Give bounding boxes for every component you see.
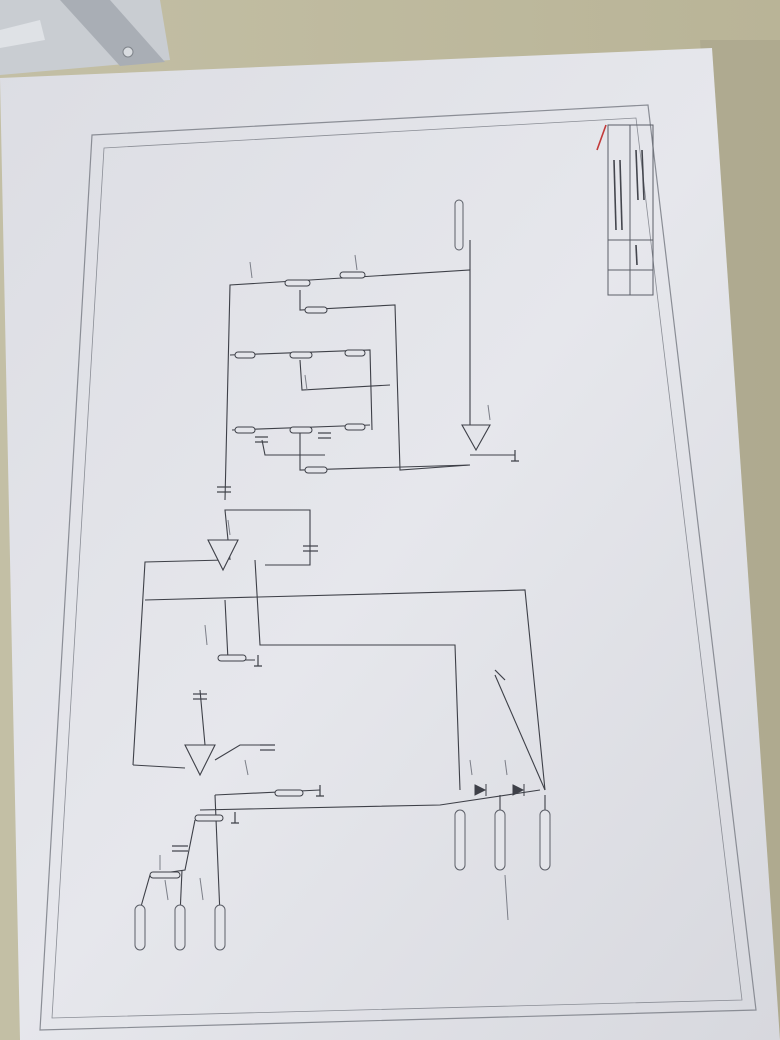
opamp-symbol (184, 424, 491, 777)
title-block (596, 124, 654, 296)
resistor-symbol (149, 271, 366, 879)
drawing-frame (39, 104, 757, 1031)
component-labels (159, 254, 509, 921)
connector-pin (134, 199, 551, 951)
capacitor-symbol (172, 432, 331, 852)
diode-symbol (474, 784, 525, 796)
binder-clip (0, 0, 170, 75)
red-check-mark (596, 124, 607, 151)
paper-sheet (0, 48, 780, 1040)
ground-symbol (231, 450, 519, 824)
